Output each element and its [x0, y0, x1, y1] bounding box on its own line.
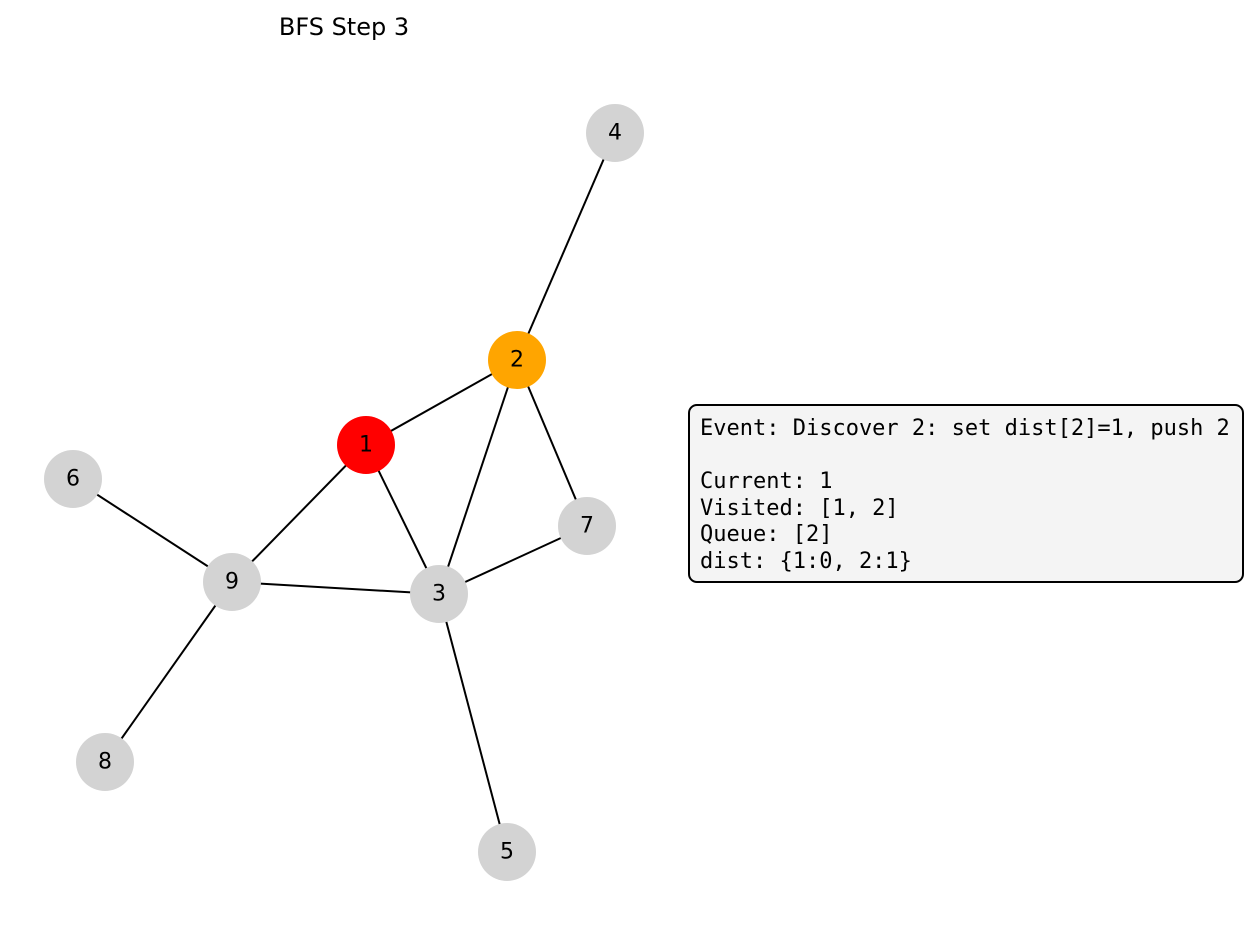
edge-9-3 — [231, 581, 440, 595]
node-circle-3 — [410, 565, 468, 623]
node-8: 8 — [76, 733, 134, 791]
edge-1-9 — [231, 444, 367, 583]
node-label-9: 9 — [225, 570, 239, 595]
node-label-5: 5 — [500, 840, 514, 865]
node-4: 4 — [586, 104, 644, 162]
edge-3-5 — [438, 593, 508, 853]
edge-2-4 — [516, 132, 616, 361]
nodes-layer: 1 2 3 4 5 6 7 8 9 — [44, 104, 644, 881]
current-text: Current: 1 — [700, 469, 833, 494]
node-circle-7 — [558, 497, 616, 555]
node-5: 5 — [478, 823, 536, 881]
node-label-7: 7 — [580, 514, 594, 539]
node-circle-2 — [488, 331, 546, 389]
node-9: 9 — [203, 553, 261, 611]
page-title: BFS Step 3 — [278, 13, 410, 41]
edge-9-8 — [104, 581, 233, 763]
node-3: 3 — [410, 565, 468, 623]
node-label-1: 1 — [359, 433, 373, 458]
edges-layer — [72, 132, 616, 853]
node-circle-9 — [203, 553, 261, 611]
event-text: Event: Discover 2: set dist[2]=1, push 2 — [700, 416, 1230, 441]
edge-6-9 — [72, 478, 233, 583]
queue-text: Queue: [2] — [700, 522, 833, 547]
bfs-state-panel: Event: Discover 2: set dist[2]=1, push 2… — [688, 404, 1244, 583]
dist-text: dist: {1:0, 2:1} — [700, 548, 912, 574]
node-circle-8 — [76, 733, 134, 791]
node-7: 7 — [558, 497, 616, 555]
node-6: 6 — [44, 450, 102, 508]
node-label-3: 3 — [432, 582, 446, 607]
visited-text: Visited: [1, 2] — [700, 495, 899, 521]
node-circle-6 — [44, 450, 102, 508]
edge-2-7 — [516, 359, 588, 527]
node-2: 2 — [488, 331, 546, 389]
node-circle-4 — [586, 104, 644, 162]
blank-line — [700, 443, 1230, 470]
edge-2-3 — [438, 359, 518, 595]
node-1: 1 — [337, 416, 395, 474]
node-label-8: 8 — [98, 750, 112, 775]
node-circle-1 — [337, 416, 395, 474]
node-label-6: 6 — [66, 467, 80, 492]
node-circle-5 — [478, 823, 536, 881]
node-label-4: 4 — [608, 121, 622, 146]
node-label-2: 2 — [510, 348, 524, 373]
